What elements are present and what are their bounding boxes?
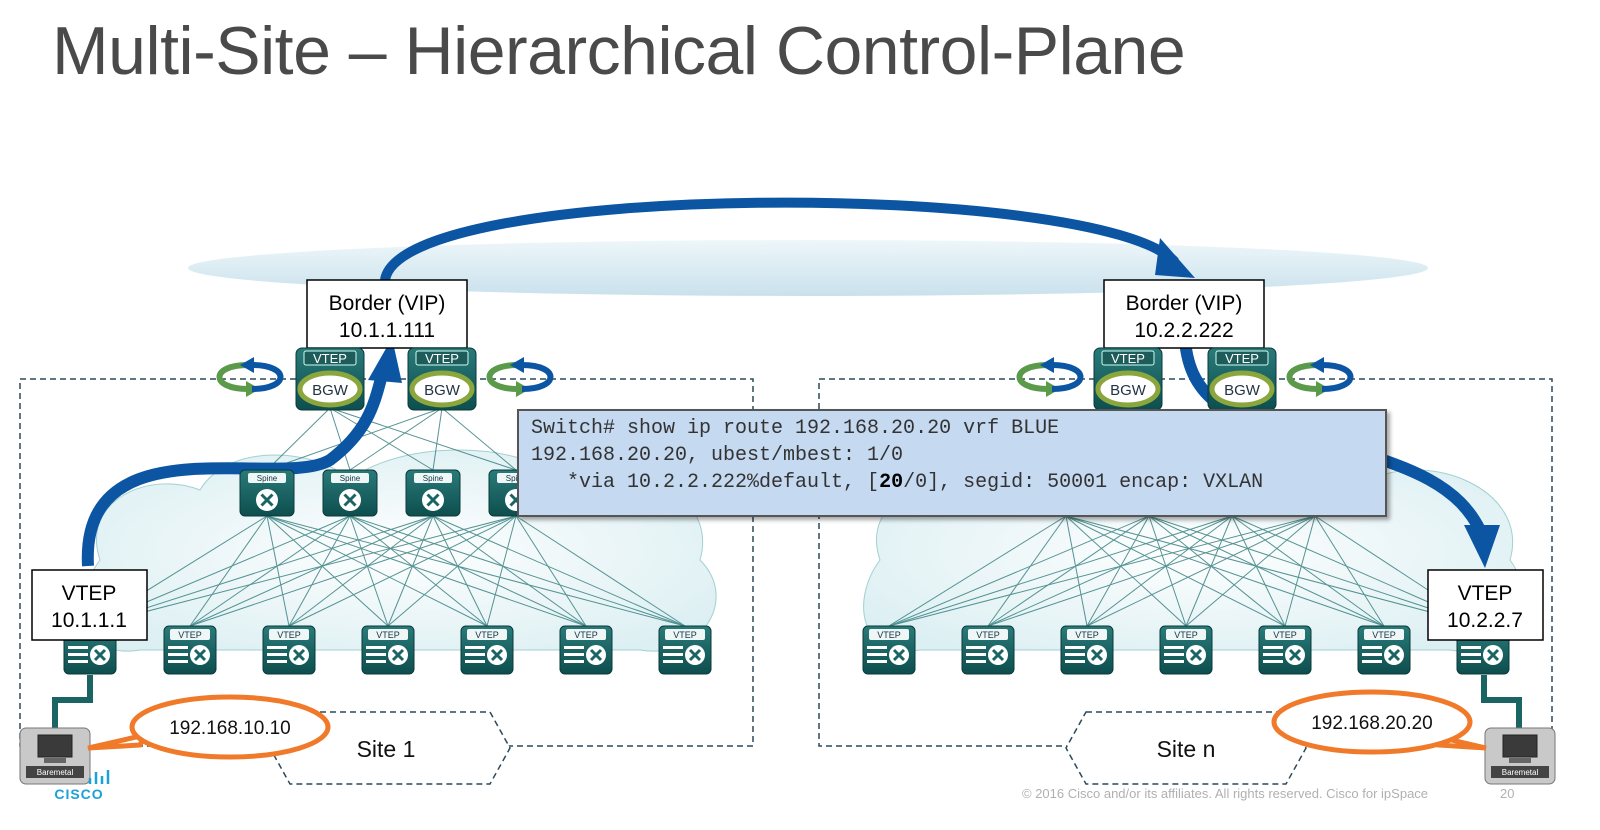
bgw-label: BGW xyxy=(312,382,349,399)
left-arrow xyxy=(81,373,388,567)
bgw-vtep-tag: VTEP xyxy=(1111,351,1145,366)
cycle-arrow-left-2 xyxy=(486,357,554,397)
vtep-tag: VTEP xyxy=(376,630,400,640)
bgw-label: BGW xyxy=(1224,382,1261,399)
host-ip-callout-left: 192.168.10.10 xyxy=(87,694,331,760)
baremetal-host-right: Baremetal xyxy=(1484,727,1556,785)
cli-line-3-pre: *via 10.2.2.222%default, [ xyxy=(531,471,880,494)
baremetal-host-left: Baremetal xyxy=(19,727,91,785)
page-number: 20 xyxy=(1500,786,1515,801)
border-vip-box-right xyxy=(1103,279,1265,349)
right-arrow-head xyxy=(1464,525,1500,568)
cli-line-2: 192.168.20.20, ubest/mbest: 1/0 xyxy=(531,444,904,467)
vtep-box-right xyxy=(1427,569,1544,641)
vtep-tag: VTEP xyxy=(475,630,499,640)
bgw-vtep-tag: VTEP xyxy=(313,351,347,366)
leaf-left-4: VTEP xyxy=(361,625,415,675)
border-vip-left-ip: 10.1.1.111 xyxy=(339,319,435,342)
border-vip-right-label: Border (VIP) xyxy=(1126,292,1243,315)
spine-left-2: Spine xyxy=(322,469,378,517)
leaf-left-2: VTEP xyxy=(163,625,217,675)
copyright-footer: © 2016 Cisco and/or its affiliates. All … xyxy=(1022,786,1429,801)
host-link-left xyxy=(52,675,93,730)
cli-line-1: Switch# show ip route 192.168.20.20 vrf … xyxy=(531,417,1060,440)
overlay-arrow-top-head xyxy=(1155,238,1195,278)
bgw-left-2: VTEP BGW xyxy=(407,347,477,411)
vtep-tag: VTEP xyxy=(277,630,301,640)
baremetal-tag-left: Baremetal xyxy=(37,768,74,777)
host-ip-right: 192.168.20.20 xyxy=(1311,713,1433,734)
border-vip-box-left xyxy=(306,279,468,349)
spine-tag: Spine xyxy=(506,474,527,483)
vtep-left-label: VTEP xyxy=(62,582,117,605)
bgw-vtep-tag: VTEP xyxy=(425,351,459,366)
leaf-left-3: VTEP xyxy=(262,625,316,675)
leaf-right-2: VTEP xyxy=(961,625,1015,675)
vtep-tag: VTEP xyxy=(178,630,202,640)
host-ip-left: 192.168.10.10 xyxy=(169,718,291,739)
vtep-right-ip: 10.2.2.7 xyxy=(1447,609,1523,632)
vtep-tag: VTEP xyxy=(976,630,1000,640)
left-arrow-head xyxy=(368,338,402,383)
cli-output-box: Switch# show ip route 192.168.20.20 vrf … xyxy=(517,409,1387,517)
spine-left-3: Spine xyxy=(405,469,461,517)
vtep-tag: VTEP xyxy=(574,630,598,640)
baremetal-tag-right: Baremetal xyxy=(1502,768,1539,777)
cli-line-3-bold: 20 xyxy=(879,471,904,494)
host-ip-callout-right: 192.168.20.20 xyxy=(1271,689,1487,755)
bgw-label: BGW xyxy=(1110,382,1147,399)
vtep-tag: VTEP xyxy=(1273,630,1297,640)
leaf-right-3: VTEP xyxy=(1060,625,1114,675)
vtep-tag: VTEP xyxy=(673,630,697,640)
cisco-logo-text: CISCO xyxy=(54,786,103,802)
bgw-label: BGW xyxy=(424,382,461,399)
leaf-switches: VTEP VTEP VTEP VTEP VTEP VTEP VTEP VTEP VTEP VTEP… xyxy=(63,625,1510,675)
vtep-tag: VTEP xyxy=(877,630,901,640)
spine-tag: Spine xyxy=(257,474,278,483)
spine-tag: Spine xyxy=(340,474,361,483)
slide-title: Multi-Site – Hierarchical Control-Plane xyxy=(52,13,1186,89)
vtep-tag: VTEP xyxy=(1372,630,1396,640)
leaf-left-5: VTEP xyxy=(460,625,514,675)
leaf-right-6: VTEP xyxy=(1357,625,1411,675)
bgw-right-1: VTEP BGW xyxy=(1093,347,1163,411)
vtep-right-label: VTEP xyxy=(1458,582,1513,605)
border-vip-left-label: Border (VIP) xyxy=(329,292,446,315)
bgw-right-2: VTEP BGW xyxy=(1207,347,1277,411)
vtep-tag: VTEP xyxy=(1075,630,1099,640)
border-vip-right-ip: 10.2.2.222 xyxy=(1134,319,1233,342)
cli-line-3-post: /0], segid: 50001 encap: VXLAN xyxy=(903,471,1264,494)
cycle-arrow-right-2 xyxy=(1286,357,1354,397)
leaf-right-4: VTEP xyxy=(1159,625,1213,675)
cycle-arrow-right-1 xyxy=(1016,357,1084,397)
leaf-left-6: VTEP xyxy=(559,625,613,675)
leaf-left-7: VTEP xyxy=(658,625,712,675)
vtep-left-ip: 10.1.1.1 xyxy=(51,609,127,632)
vtep-box-left xyxy=(31,569,148,641)
leaf-right-5: VTEP xyxy=(1258,625,1312,675)
border-gateways: VTEP BGW VTEP BGW VTEP BGW VTEP BGW xyxy=(295,347,1277,411)
spine-left-1: Spine xyxy=(239,469,295,517)
site-n-label: Site n xyxy=(1157,736,1216,762)
leaf-right-1: VTEP xyxy=(862,625,916,675)
site-1-label: Site 1 xyxy=(357,736,416,762)
bgw-vtep-tag: VTEP xyxy=(1225,351,1259,366)
overlay-arrow-top xyxy=(380,197,1179,282)
bgw-left-1: VTEP BGW xyxy=(295,347,365,411)
spine-tag: Spine xyxy=(423,474,444,483)
cisco-logo: CISCO xyxy=(54,770,110,802)
bgp-cycle-arrows xyxy=(216,357,1354,397)
vtep-tag: VTEP xyxy=(1174,630,1198,640)
host-link-right xyxy=(1481,675,1522,730)
cycle-arrow-left-1 xyxy=(216,357,284,397)
